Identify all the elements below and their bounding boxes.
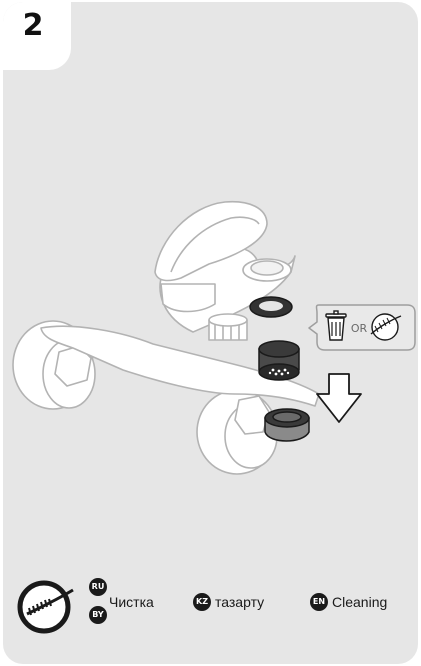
instruction-card: 2 [3, 2, 418, 664]
by-badge: BY [89, 606, 107, 624]
trash-icon [326, 311, 346, 340]
en-badge: EN [310, 593, 328, 611]
down-arrow-icon [317, 374, 361, 422]
cleaning-brush-icon [17, 578, 75, 634]
or-text: OR [351, 322, 368, 335]
aerator [259, 341, 299, 380]
label-ru-by: Чистка [109, 593, 154, 611]
faucet-illustration: OR [3, 2, 418, 562]
label-kz: тазарту [215, 593, 264, 611]
kz-badge: KZ [193, 593, 211, 611]
label-en: Cleaning [332, 593, 387, 611]
legend: RU BY Чистка KZ тазарту EN Cleaning [3, 562, 418, 652]
gasket [250, 297, 292, 317]
aerator-installed [265, 409, 309, 441]
ru-badge: RU [89, 578, 107, 596]
